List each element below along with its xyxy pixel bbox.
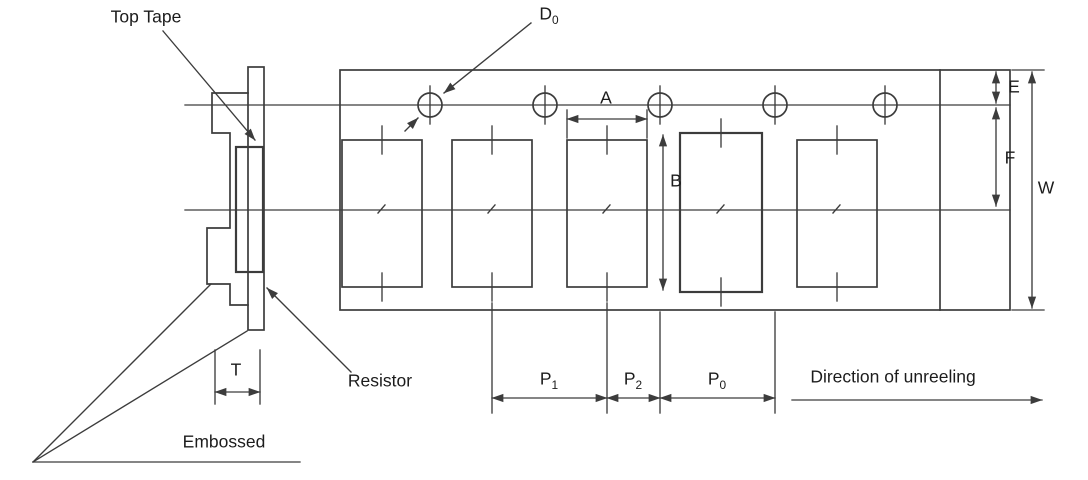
dimension-t: [214, 349, 261, 405]
label-dim-a: A: [600, 87, 612, 108]
resistor-body: [234, 145, 265, 274]
pocket-center-mark: [377, 204, 386, 214]
p1-subscript: 1: [551, 377, 559, 392]
p1-base: P: [539, 368, 552, 389]
d0-base: D: [539, 3, 553, 24]
d0-pointer-arrow: [404, 117, 419, 132]
label-embossed: Embossed: [182, 431, 266, 452]
top-view: [339, 22, 1045, 414]
embossed-carrier-profile: [206, 92, 249, 306]
wedge-upper-edge: [32, 283, 212, 463]
resistor-leader-arrow: [266, 287, 352, 373]
sprocket-hole: [872, 85, 898, 125]
label-direction-of-unreeling: Direction of unreeling: [810, 366, 976, 387]
label-p0: P0: [708, 370, 726, 391]
p2-base: P: [623, 368, 636, 389]
dimension-w: [1011, 69, 1045, 311]
pocket-center-mark: [832, 204, 841, 214]
tape-outline: [339, 69, 1011, 311]
cross-section-view: [32, 30, 352, 463]
pocket: [796, 125, 878, 302]
pocket: [341, 125, 423, 302]
pocket-outline: [678, 131, 764, 294]
label-dim-w: W: [1037, 177, 1055, 198]
pocket-center-mark: [716, 204, 725, 214]
d0-leader: [404, 22, 532, 132]
label-dim-e: E: [1008, 76, 1020, 97]
pocket-center-mark: [487, 204, 496, 214]
wedge-lower-edge: [32, 330, 248, 463]
top-tape-strip: [247, 66, 265, 331]
label-p1: P1: [540, 370, 558, 391]
sprocket-hole: [532, 85, 558, 125]
embossed-callout-wedge: [32, 283, 301, 463]
sprocket-hole: [647, 85, 673, 125]
pocket-outline: [341, 139, 423, 288]
label-top-tape: Top Tape: [110, 6, 182, 27]
p0-subscript: 0: [719, 377, 727, 392]
p2-subscript: 2: [635, 377, 643, 392]
top-tape-leader-arrow: [162, 30, 256, 141]
d0-subscript: 0: [552, 12, 559, 27]
label-p2: P2: [624, 370, 642, 391]
p0-base: P: [707, 368, 720, 389]
d0-leader-arrow: [443, 22, 532, 94]
pitch-dimensions: [491, 302, 776, 414]
sprocket-hole: [762, 85, 788, 125]
reference-lines: [184, 104, 1011, 211]
pocket: [678, 118, 764, 307]
pocket-outline: [796, 139, 878, 288]
pocket: [451, 125, 533, 302]
label-dim-b: B: [670, 170, 682, 191]
pocket-outline: [451, 139, 533, 288]
pocket: [566, 125, 648, 302]
pocket-center-mark: [602, 204, 611, 214]
label-dim-f: F: [1004, 147, 1016, 168]
label-d0: D0: [539, 5, 558, 26]
dimension-a: [566, 109, 648, 139]
label-resistor: Resistor: [347, 370, 413, 391]
sprocket-hole: [417, 85, 443, 125]
label-dim-t: T: [230, 359, 242, 380]
pocket-outline: [566, 139, 648, 288]
